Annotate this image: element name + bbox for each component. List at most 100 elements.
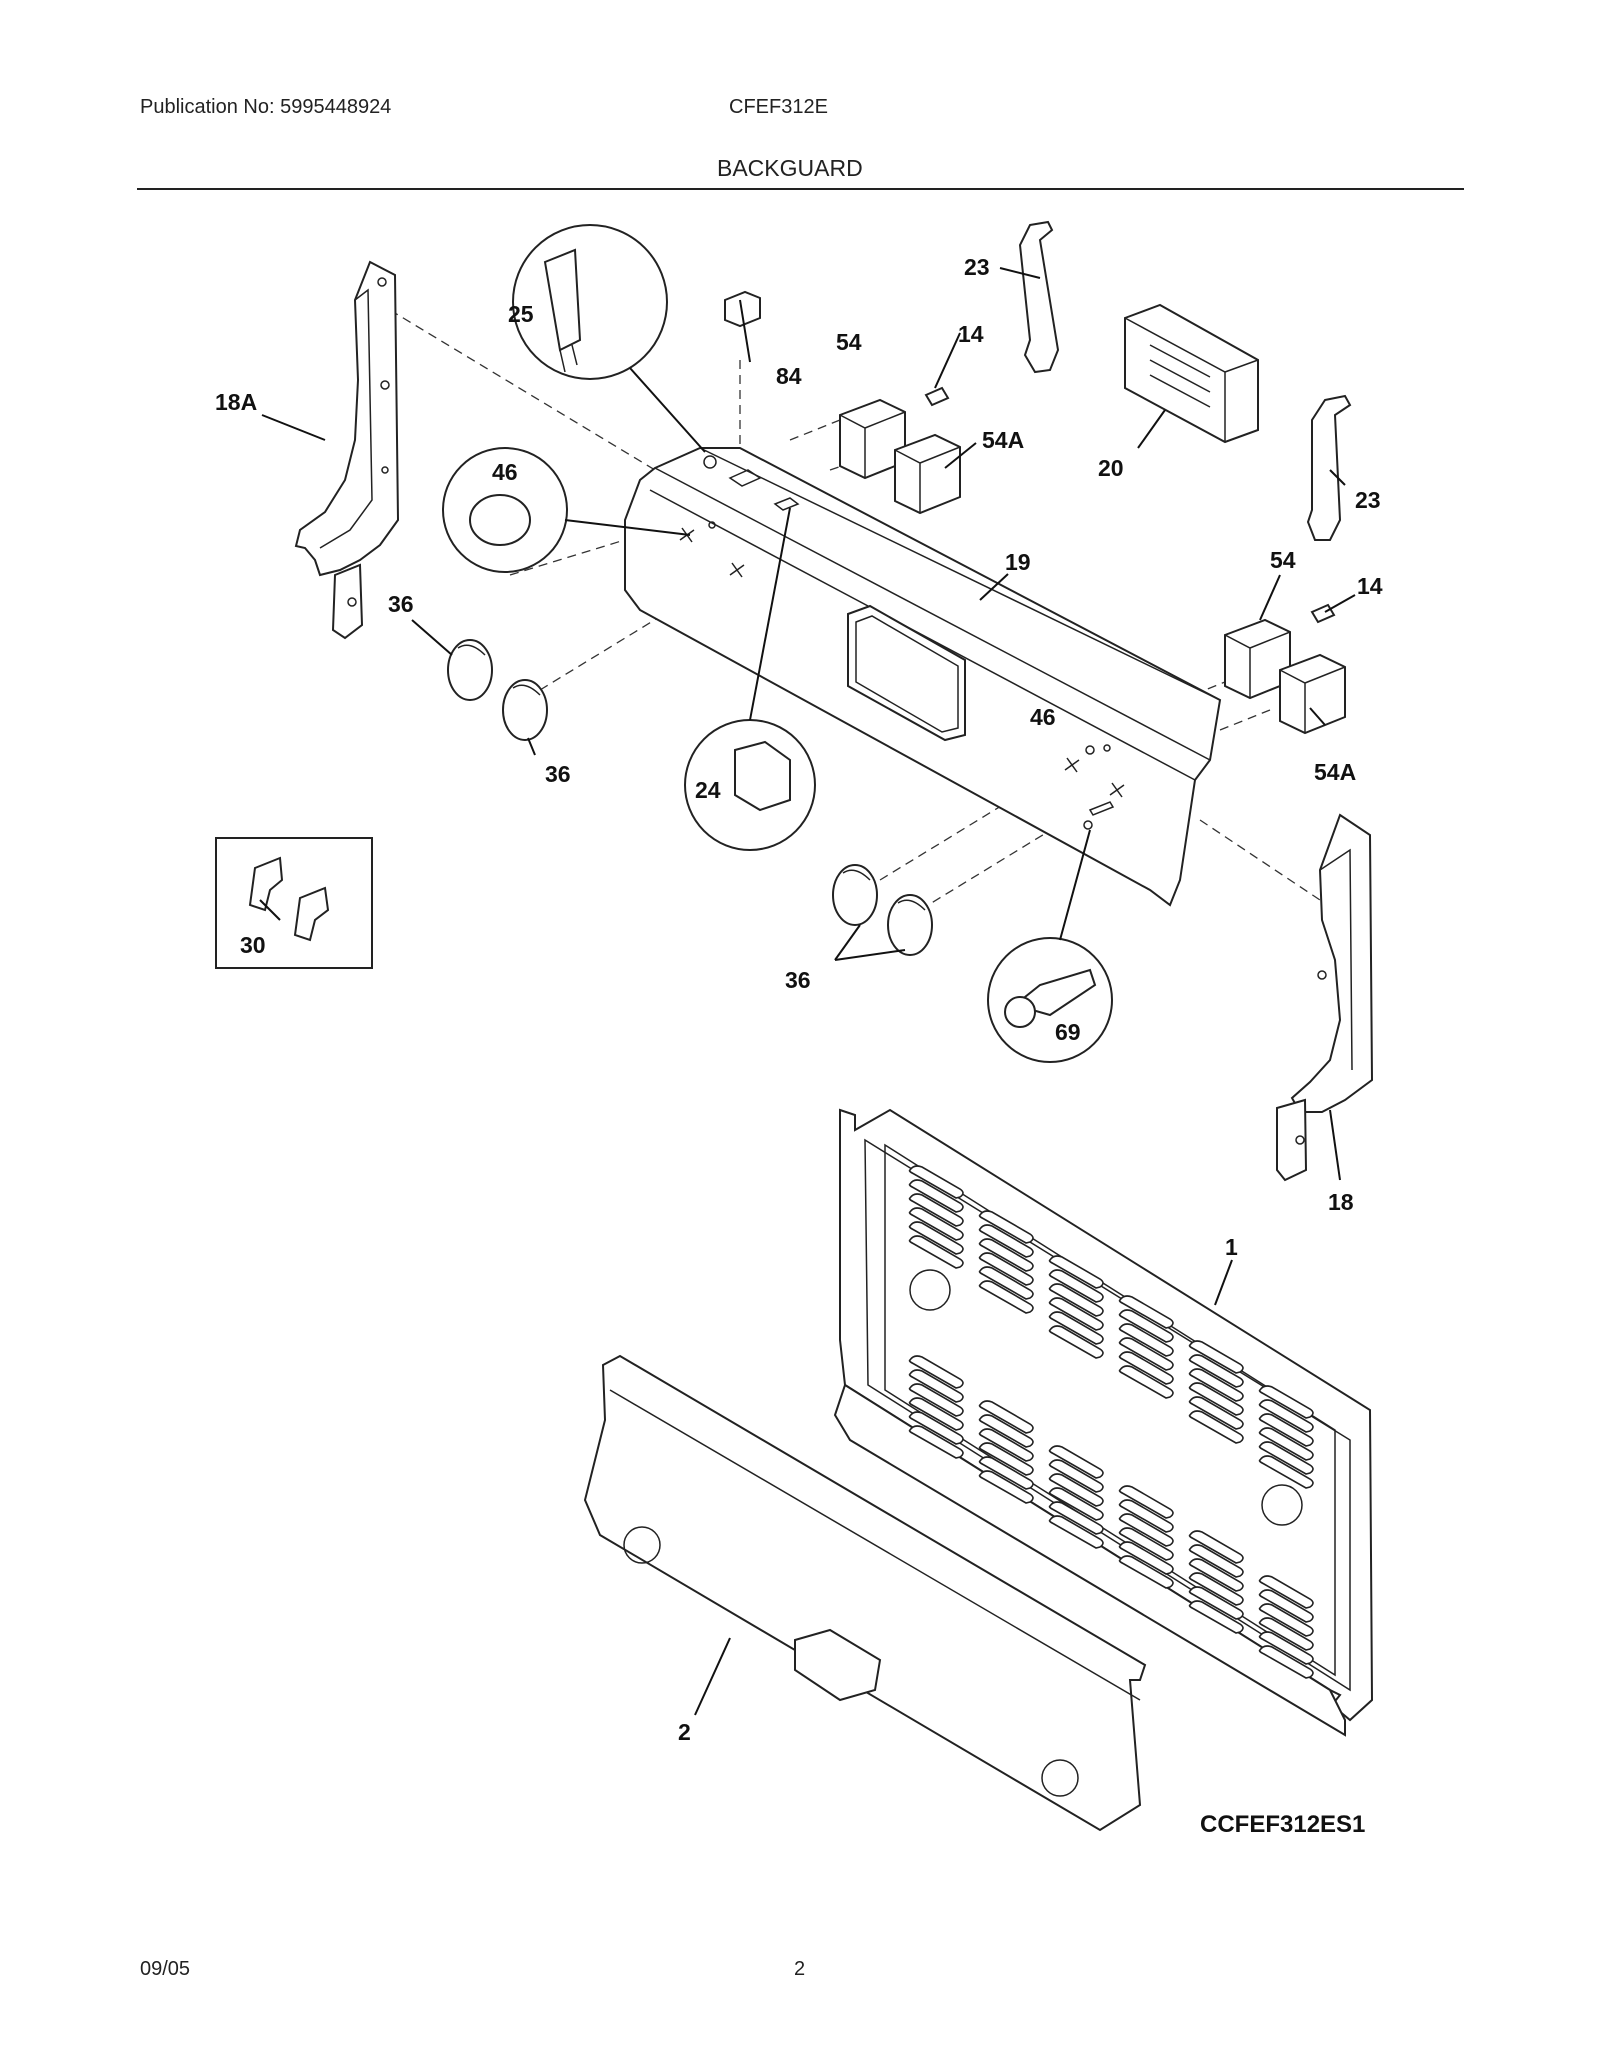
callout-25: 25 xyxy=(508,301,534,327)
callout-46-upper: 46 xyxy=(492,459,518,485)
mounting-hardware xyxy=(679,521,1125,830)
louver-slot xyxy=(1118,1555,1174,1589)
louver-slot xyxy=(1188,1340,1244,1374)
louver-slot xyxy=(1188,1558,1244,1592)
louver-slot xyxy=(1118,1485,1174,1519)
louver-slot xyxy=(908,1369,964,1403)
callout-2: 2 xyxy=(678,1719,691,1745)
louver-slot xyxy=(978,1428,1034,1462)
diagram-code: CCFEF312ES1 xyxy=(1200,1811,1365,1838)
callout-labels: 18A 25 84 54 14 54A 23 20 23 46 19 36 36… xyxy=(215,254,1383,1838)
louver-slot xyxy=(1118,1309,1174,1343)
louver-slot xyxy=(978,1456,1034,1490)
louver-slot xyxy=(1048,1501,1104,1535)
louver-slot xyxy=(1048,1255,1104,1289)
back-panel-louvers xyxy=(908,1165,1314,1679)
callout-30: 30 xyxy=(240,932,266,958)
louver-slot xyxy=(1048,1459,1104,1493)
louver-slot xyxy=(1258,1441,1314,1475)
callout-84: 84 xyxy=(776,363,802,389)
louver-slot xyxy=(1188,1530,1244,1564)
louver-slot xyxy=(1048,1473,1104,1507)
lower-panel-2 xyxy=(583,1354,1147,1832)
louver-slot xyxy=(1258,1399,1314,1433)
callout-23-lower: 23 xyxy=(1355,487,1381,513)
louver-slot xyxy=(1048,1445,1104,1479)
header-rule xyxy=(137,188,1464,190)
louver-slot xyxy=(1048,1283,1104,1317)
detail-bubble-69 xyxy=(987,829,1113,1063)
brackets-23 xyxy=(1018,220,1352,541)
louver-slot xyxy=(1118,1499,1174,1533)
louver-slot xyxy=(908,1193,964,1227)
louver-slot xyxy=(1118,1295,1174,1329)
louver-slot xyxy=(1188,1600,1244,1634)
callout-1: 1 xyxy=(1225,1234,1238,1260)
callout-24: 24 xyxy=(695,777,721,803)
callout-19: 19 xyxy=(1005,549,1031,575)
louver-slot xyxy=(1048,1269,1104,1303)
louver-slot xyxy=(1258,1385,1314,1419)
louver-slot xyxy=(1258,1617,1314,1651)
electronic-control-20 xyxy=(1124,303,1259,444)
detail-bubble-25 xyxy=(512,224,706,453)
louver-slot xyxy=(978,1252,1034,1286)
louver-slot xyxy=(1188,1572,1244,1606)
louver-slot xyxy=(1188,1382,1244,1416)
louver-slot xyxy=(1118,1337,1174,1371)
louver-slot xyxy=(1118,1541,1174,1575)
publication-number: Publication No: 5995448924 xyxy=(140,96,392,118)
louver-slot xyxy=(1258,1631,1314,1665)
louver-slot xyxy=(1118,1365,1174,1399)
callout-18: 18 xyxy=(1328,1189,1354,1215)
louver-slot xyxy=(978,1470,1034,1504)
louver-slot xyxy=(908,1383,964,1417)
louver-slot xyxy=(1118,1527,1174,1561)
louver-slot xyxy=(1048,1515,1104,1549)
model-number: CFEF312E xyxy=(729,96,828,118)
louver-slot xyxy=(908,1425,964,1459)
louver-slot xyxy=(1048,1325,1104,1359)
footer-date: 09/05 xyxy=(140,1958,191,1980)
louver-slot xyxy=(1048,1487,1104,1521)
callout-54A-upper: 54A xyxy=(982,427,1024,453)
page-number: 2 xyxy=(794,1958,806,1980)
detail-bubble-24 xyxy=(684,507,816,851)
louver-slot xyxy=(978,1224,1034,1258)
louver-slot xyxy=(1258,1589,1314,1623)
louver-slot xyxy=(1258,1575,1314,1609)
callout-14-lower: 14 xyxy=(1357,573,1383,599)
callout-36-a: 36 xyxy=(388,591,414,617)
louver-slot xyxy=(978,1280,1034,1314)
louver-slot xyxy=(908,1179,964,1213)
louver-slot xyxy=(1118,1513,1174,1547)
callout-69: 69 xyxy=(1055,1019,1081,1045)
inset-bracket-30 xyxy=(215,837,373,969)
side-bracket-18 xyxy=(1276,813,1374,1182)
louver-slot xyxy=(978,1210,1034,1244)
callout-46-lower: 46 xyxy=(1030,704,1056,730)
louver-slot xyxy=(978,1414,1034,1448)
callout-36-c: 36 xyxy=(785,967,811,993)
louver-slot xyxy=(1258,1645,1314,1679)
louver-slot xyxy=(1118,1323,1174,1357)
louver-slot xyxy=(1258,1413,1314,1447)
louver-slot xyxy=(1188,1410,1244,1444)
louver-slot xyxy=(1258,1427,1314,1461)
callout-14-upper: 14 xyxy=(958,321,984,347)
indicator-light-84 xyxy=(724,290,761,328)
louver-slot xyxy=(1188,1586,1244,1620)
louver-slot xyxy=(908,1411,964,1445)
louver-slot xyxy=(978,1442,1034,1476)
louver-slot xyxy=(1048,1297,1104,1331)
control-panel-19 xyxy=(624,447,1222,907)
callout-leaders xyxy=(259,267,1356,1716)
louver-slot xyxy=(1188,1544,1244,1578)
callout-18A: 18A xyxy=(215,389,257,415)
louver-slot xyxy=(908,1165,964,1199)
section-title: BACKGUARD xyxy=(717,155,863,181)
callout-54A-lower: 54A xyxy=(1314,759,1356,785)
detail-bubble-46 xyxy=(442,447,691,573)
louver-slot xyxy=(1188,1354,1244,1388)
control-knobs-36 xyxy=(447,639,933,956)
